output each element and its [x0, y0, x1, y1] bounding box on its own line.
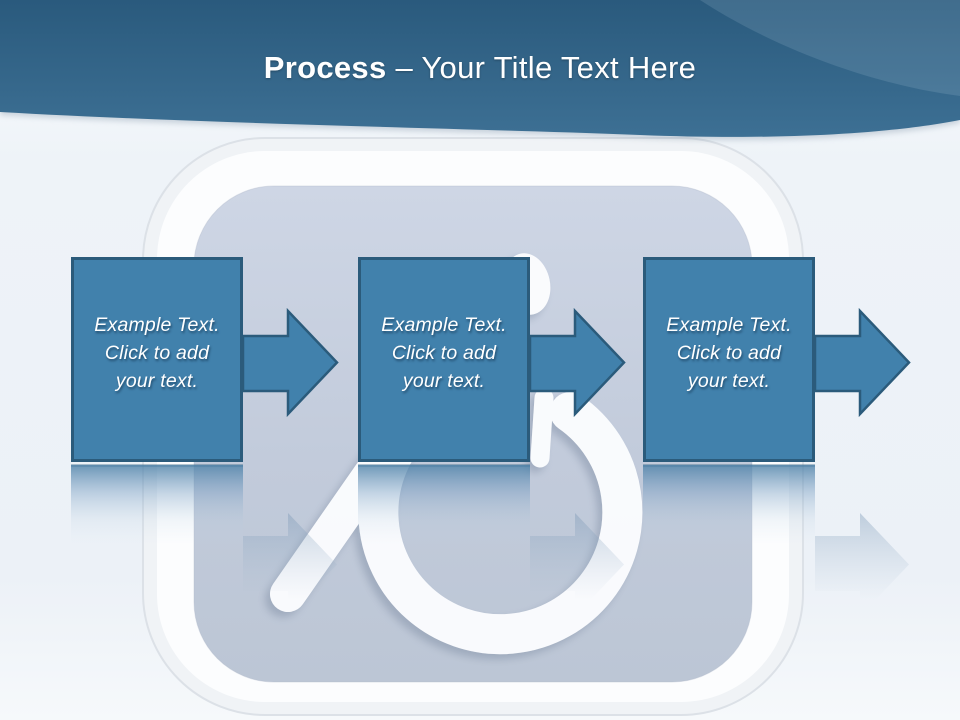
title-keyword: Process	[263, 50, 387, 85]
header-wave	[0, 0, 960, 137]
title-text: – Your Title Text Here	[395, 50, 697, 85]
flow-arrow-3	[813, 307, 911, 418]
flow-arrow-1	[241, 307, 339, 418]
flow-arrow-2	[528, 307, 626, 418]
process-step-box-2[interactable]: Example Text. Click to add your text.	[358, 257, 530, 462]
step-text-line: Click to add	[676, 341, 782, 364]
step-text-line: Example Text.	[94, 313, 220, 336]
page-title: Process– Your Title Text Here	[0, 50, 960, 86]
process-step-box-3[interactable]: Example Text. Click to add your text.	[643, 257, 815, 462]
reflections	[71, 464, 909, 616]
header-highlight	[700, 0, 960, 96]
step-text-line: your text.	[687, 369, 771, 392]
step-text-line: your text.	[115, 369, 199, 392]
step-text-line: your text.	[402, 369, 486, 392]
step-text-line: Click to add	[391, 341, 497, 364]
step-text-line: Example Text.	[381, 313, 507, 336]
step-text-line: Click to add	[104, 341, 210, 364]
process-step-box-1[interactable]: Example Text. Click to add your text.	[71, 257, 243, 462]
step-text-line: Example Text.	[666, 313, 792, 336]
